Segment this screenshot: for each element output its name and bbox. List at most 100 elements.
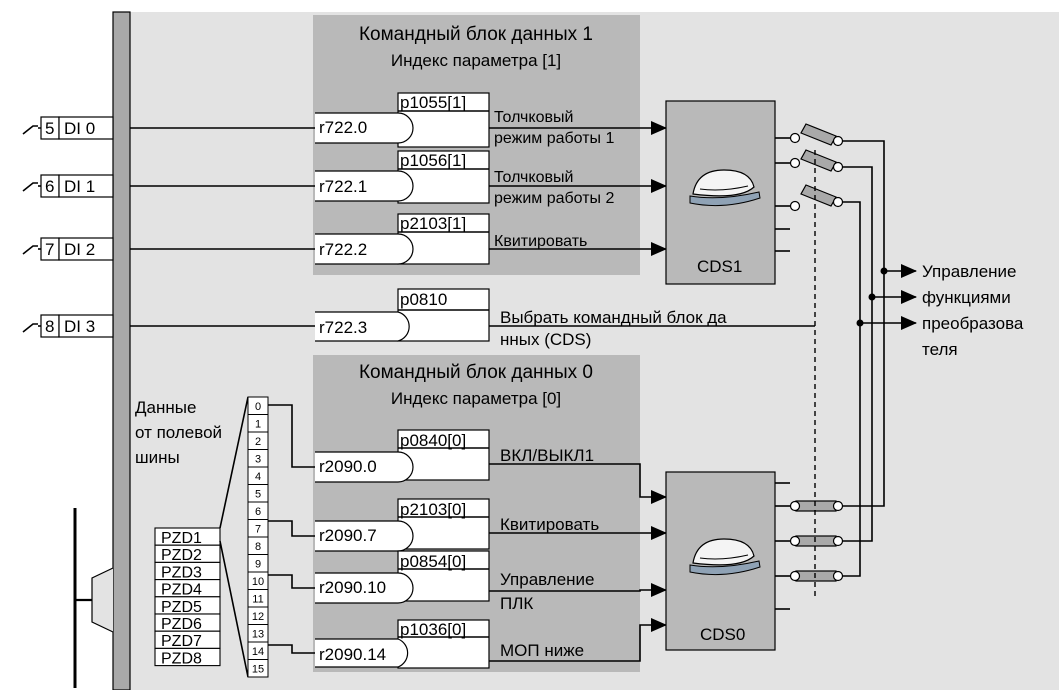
pzd-label: PZD7 <box>161 633 202 650</box>
bit-label: 1 <box>255 419 261 431</box>
source-box-r722-3 <box>315 311 410 342</box>
fieldbus-label-l3: шины <box>135 448 180 467</box>
cds0-switch-arms <box>789 500 844 582</box>
param-p1055: p1055[1] <box>400 93 466 112</box>
cds1-switch-block: CDS1 <box>665 100 844 285</box>
source-r722-1: r722.1 <box>319 177 367 196</box>
output-label-l4: теля <box>922 340 958 359</box>
bit-label: 10 <box>252 576 264 588</box>
source-box-r722-0 <box>315 112 414 144</box>
func-jog2-l1: Толчковый <box>494 169 573 186</box>
output-label-l1: Управление <box>922 262 1017 281</box>
fieldbus: Данные от полевой шины PZD1PZD2PZD3PZD4P… <box>73 396 315 688</box>
pzd-word: PZD8 <box>154 647 221 667</box>
bit-box: 2 <box>247 431 269 450</box>
func-ack0: Квитировать <box>500 515 599 534</box>
cds0-title: Командный блок данных 0 <box>359 362 593 383</box>
digital-input-di3: 8 DI 3 <box>22 314 315 338</box>
di3-terminal: 8 <box>45 317 54 336</box>
fieldbus-connector <box>91 567 114 633</box>
cds0-subtitle: Индекс параметра [0] <box>391 389 561 408</box>
func-jog2-l2: режим работы 2 <box>494 190 614 207</box>
source-r2090-7: r2090.7 <box>319 526 377 545</box>
pzd-word: PZD3 <box>154 561 221 581</box>
param-p0854: p0854[0] <box>400 552 466 571</box>
bit-box: 15 <box>247 659 269 678</box>
source-box-r2090-0 <box>315 451 414 483</box>
bit-box: 5 <box>247 484 269 503</box>
param-p2103-1: p2103[1] <box>400 214 466 233</box>
source-r2090-0: r2090.0 <box>319 457 377 476</box>
param-p1036: p1036[0] <box>400 620 466 639</box>
digital-input-di0: 5 DI 0 <box>22 116 315 140</box>
pzd-word: PZD1 <box>154 527 221 547</box>
func-mop-down: МОП ниже <box>500 641 584 660</box>
cds1-block: Командный блок данных 1 Индекс параметра… <box>313 15 640 275</box>
di1-label: DI 1 <box>64 177 95 196</box>
bit-label: 6 <box>255 506 261 518</box>
source-r722-3: r722.3 <box>319 318 367 337</box>
cds0-block: Командный блок данных 0 Индекс параметра… <box>313 355 640 672</box>
di2-terminal: 7 <box>45 240 54 259</box>
bit-label: 9 <box>255 559 261 571</box>
param-p0840: p0840[0] <box>400 431 466 450</box>
bit-box: 11 <box>247 589 269 608</box>
cds1-switch-arms <box>800 123 844 208</box>
cds0-switch-block: CDS0 <box>665 471 844 651</box>
bit-label: 8 <box>255 541 261 553</box>
pzd-word: PZD7 <box>154 630 221 650</box>
bit-box: 9 <box>247 554 269 573</box>
output-label: Управление функциями преобразова теля <box>922 262 1024 359</box>
param-box-p0840 <box>397 429 490 481</box>
bit-label: 15 <box>252 664 264 676</box>
di1-terminal: 6 <box>45 177 54 196</box>
func-jog1-l1: Толчковый <box>494 109 573 126</box>
di0-terminal: 5 <box>45 119 54 138</box>
pzd-label: PZD4 <box>161 582 202 599</box>
pzd-label: PZD8 <box>161 650 202 667</box>
func-plc-l1: Управление <box>500 570 595 589</box>
param-p0810: p0810 <box>400 290 447 309</box>
source-box-r2090-10 <box>315 572 414 604</box>
bit-label: 7 <box>255 524 261 536</box>
pzd-label: PZD1 <box>161 530 202 547</box>
di0-label: DI 0 <box>64 119 95 138</box>
pzd-word: PZD4 <box>154 579 221 599</box>
param-box-p2103-1 <box>397 213 490 265</box>
bit-label: 2 <box>255 436 261 448</box>
bit-label: 14 <box>252 646 264 658</box>
bit-label: 13 <box>252 629 264 641</box>
output-label-l2: функциями <box>922 288 1011 307</box>
bit-label: 4 <box>255 471 261 483</box>
fieldbus-label-l1: Данные <box>135 398 196 417</box>
source-r722-2: r722.2 <box>319 240 367 259</box>
terminal-bus-bar <box>112 11 131 690</box>
param-box-p0854 <box>397 550 490 602</box>
bit-box: 12 <box>247 606 269 625</box>
cds1-title: Командный блок данных 1 <box>359 24 593 45</box>
source-box-r2090-14 <box>315 638 409 668</box>
fieldbus-label-l2: от полевой <box>135 423 222 442</box>
bit-box: 6 <box>247 501 269 520</box>
bit-label: 0 <box>255 401 261 413</box>
cap-icon-cds1 <box>689 169 761 207</box>
di3-label: DI 3 <box>64 317 95 336</box>
func-ack1: Квитировать <box>494 233 587 250</box>
cap-icon-cds0 <box>689 538 761 576</box>
bit-box: 3 <box>247 449 269 468</box>
cds-select-label-l2: нных (CDS) <box>500 330 591 349</box>
source-box-r722-2 <box>315 233 414 265</box>
bit-label: 12 <box>252 611 264 623</box>
bit-box: 0 <box>247 396 269 415</box>
func-on-off1: ВКЛ/ВЫКЛ1 <box>500 446 594 465</box>
digital-input-di2: 7 DI 2 <box>22 237 315 261</box>
bit-box: 14 <box>247 641 269 660</box>
cds-select-label-l1: Выбрать командный блок да <box>500 308 727 327</box>
param-p1056: p1056[1] <box>400 151 466 170</box>
pzd-word: PZD5 <box>154 596 221 616</box>
cds0-output-label: CDS0 <box>700 625 745 644</box>
param-p2103-0: p2103[0] <box>400 500 466 519</box>
